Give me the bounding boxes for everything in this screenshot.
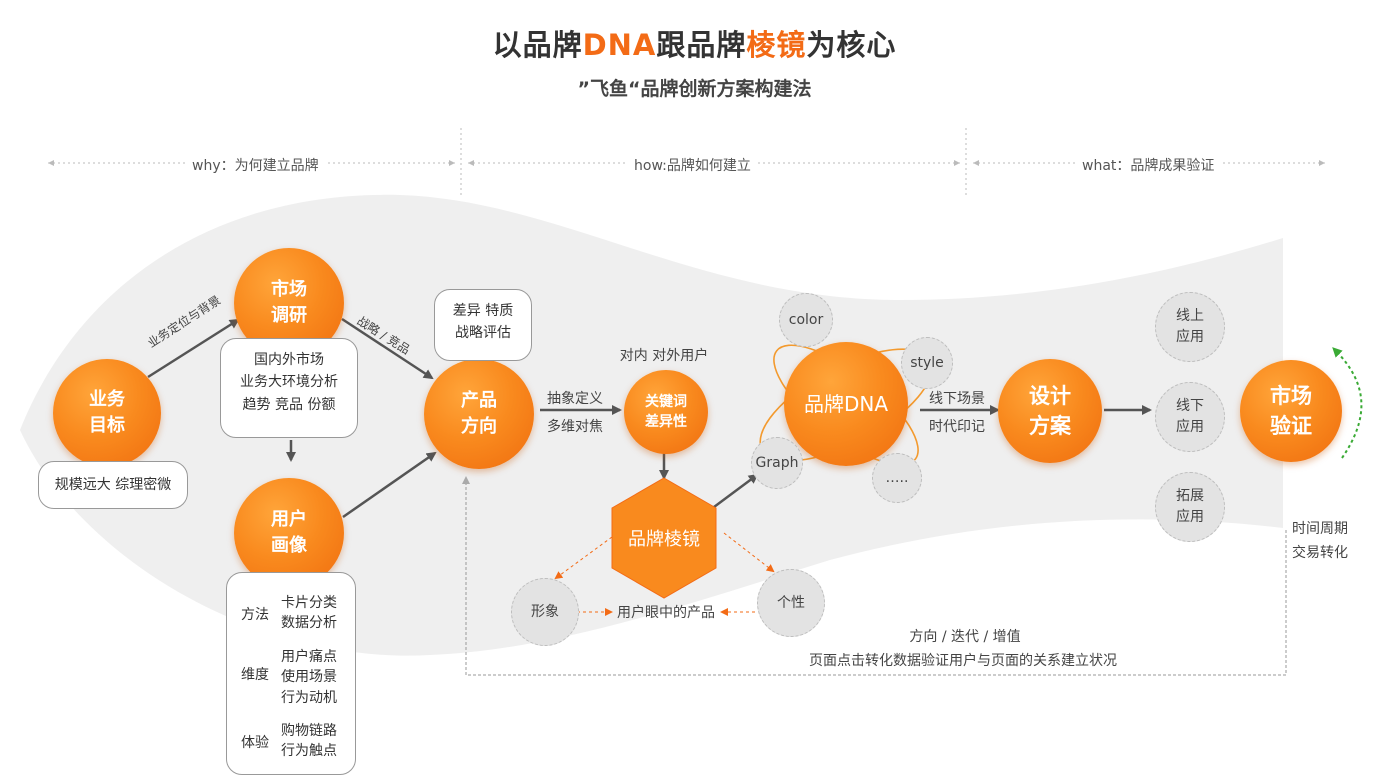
node-user-portrait: 用户画像 — [234, 478, 344, 588]
node-product-direction: 产品方向 — [424, 359, 534, 469]
arrow-business-to-market — [147, 318, 240, 379]
label-offline-scene: 线下场景 — [929, 391, 985, 407]
satellite-more: ….. — [872, 453, 922, 503]
node-design-plan: 设计方案 — [998, 359, 1102, 463]
brand-prism-label: 品牌棱镜 — [628, 529, 700, 550]
phase-what-label: what：品牌成果验证 — [1076, 155, 1221, 175]
satellite-color: color — [779, 293, 833, 347]
label-iterate: 方向 / 迭代 / 增值 — [909, 629, 1021, 645]
bubble-market-analysis: 国内外市场 业务大环境分析 趋势 竞品 份额 — [220, 338, 358, 438]
bubble-business-scale: 规模远大 综理密微 — [38, 461, 188, 509]
bubble-product-traits: 差异 特质 战略评估 — [434, 289, 532, 361]
arrow-market-to-product — [341, 317, 434, 380]
brand-prism-hexagon — [611, 477, 717, 599]
app-extend: 拓展应用 — [1155, 472, 1225, 542]
label-multi-focus: 多维对焦 — [547, 419, 603, 435]
user-method-values: 卡片分类数据分析 — [281, 595, 337, 632]
node-keyword-difference: 关键词差异性 — [624, 370, 708, 454]
arrow-user-to-product — [342, 451, 437, 519]
app-online: 线上应用 — [1155, 292, 1225, 362]
label-time-cycle: 时间周期 — [1292, 521, 1348, 537]
label-internal-external: 对内 对外用户 — [619, 348, 709, 364]
satellite-graph: Graph — [751, 437, 803, 489]
phase-how-label: how:品牌如何建立 — [628, 155, 757, 175]
verification-cycle-arc — [1332, 347, 1363, 459]
node-business-goal: 业务目标 — [53, 359, 161, 467]
label-verify: 页面点击转化数据验证用户与页面的关系建立状况 — [809, 653, 1117, 669]
prism-to-personality-arrow — [723, 532, 775, 573]
satellite-style: style — [901, 337, 953, 389]
product-in-user-eye-label: 用户眼中的产品 — [617, 605, 715, 621]
user-method-key: 方法 — [241, 607, 269, 623]
user-experience-values: 购物链路行为触点 — [281, 723, 337, 760]
prism-output-image: 形象 — [511, 578, 579, 646]
user-dimension-key: 维度 — [241, 667, 269, 683]
app-offline: 线下应用 — [1155, 382, 1225, 452]
phase-why-label: why：为何建立品牌 — [186, 155, 325, 175]
user-experience-key: 体验 — [241, 735, 269, 751]
user-dimension-values: 用户痛点使用场景行为动机 — [281, 649, 337, 706]
node-market-verification: 市场验证 — [1240, 360, 1342, 462]
label-trade-conversion: 交易转化 — [1292, 545, 1348, 561]
main-title: 以品牌DNA跟品牌棱镜为核心 — [492, 28, 897, 62]
label-abstract-definition: 抽象定义 — [547, 391, 603, 407]
arrow-prism-to-graph — [713, 473, 759, 509]
prism-output-personality: 个性 — [757, 569, 825, 637]
feedback-loop-line — [462, 476, 1287, 676]
label-era-mark: 时代印记 — [929, 419, 985, 435]
sub-title: ”飞鱼“品牌创新方案构建法 — [577, 78, 812, 100]
bubble-user-research: 方法 卡片分类数据分析 维度 用户痛点使用场景行为动机 体验 购物链路行为触点 — [226, 572, 356, 775]
node-brand-dna: 品牌DNA — [784, 342, 908, 466]
